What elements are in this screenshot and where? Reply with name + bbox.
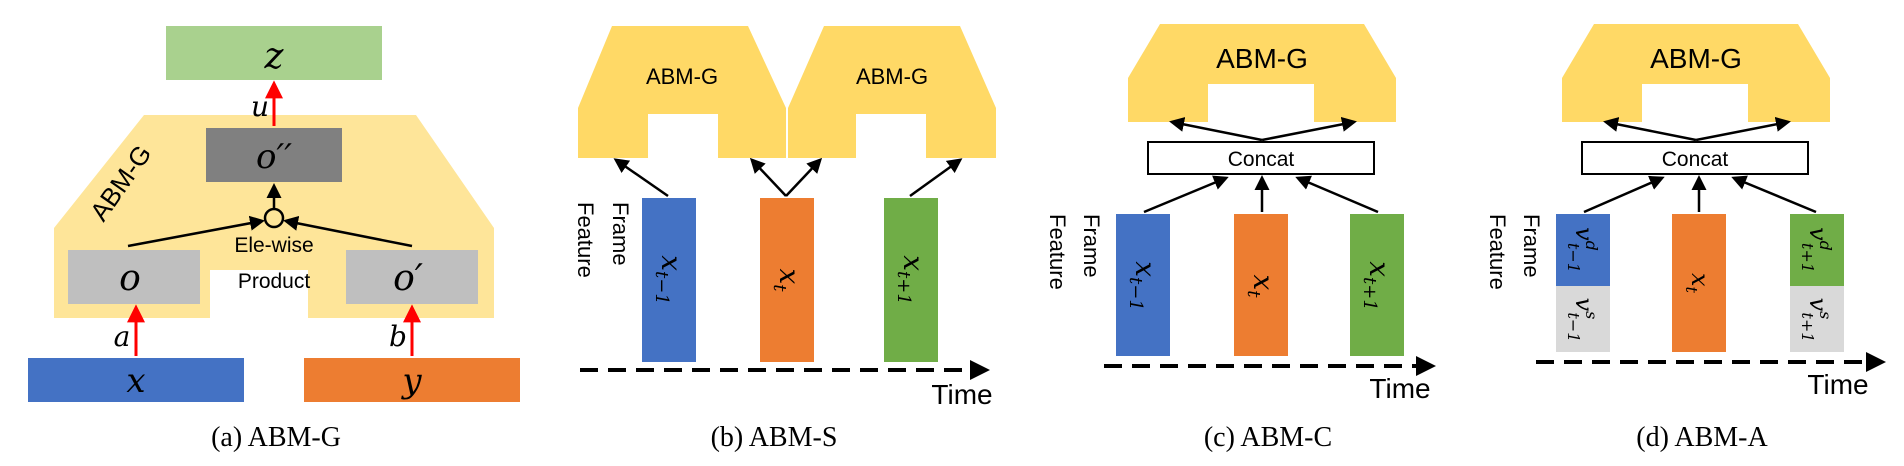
panel-c: ABM-G Concat Frame Feature xt−1 xt xt+1 … bbox=[1045, 24, 1436, 453]
caption-a: (a) ABM-G bbox=[211, 422, 341, 453]
svg-text:vst+1: vst+1 bbox=[1798, 298, 1835, 343]
arrow-b-1 bbox=[613, 158, 669, 198]
bar-d-v-s-t-plus-1-label: vst+1 bbox=[1798, 298, 1835, 343]
concat-label-d: Concat bbox=[1662, 148, 1729, 171]
y-box bbox=[304, 358, 520, 402]
abm-g-block-d bbox=[1562, 24, 1830, 122]
abm-g-label-d: ABM-G bbox=[1650, 43, 1742, 74]
o-box bbox=[68, 250, 200, 304]
caption-d: (d) ABM-A bbox=[1636, 422, 1768, 453]
elewise-label: Ele-wise bbox=[234, 234, 313, 257]
o-double-prime-label: o′′ bbox=[256, 137, 292, 177]
abm-g-left-block bbox=[578, 26, 786, 158]
time-label-c: Time bbox=[1369, 373, 1430, 404]
abm-g-right-block bbox=[788, 26, 996, 158]
a-label: a bbox=[114, 320, 131, 353]
frame-label-c: Frame bbox=[1079, 214, 1104, 278]
arrow-b-3 bbox=[785, 157, 823, 197]
x-box bbox=[28, 358, 244, 402]
time-label-d: Time bbox=[1807, 369, 1868, 400]
frame-label-b: Frame bbox=[608, 202, 633, 266]
z-label: z bbox=[264, 36, 285, 77]
concat-box-d bbox=[1581, 141, 1809, 175]
x-label: x bbox=[126, 361, 145, 401]
feature-label-c: Feature bbox=[1045, 214, 1070, 290]
bar-to-concat-1-c bbox=[1143, 175, 1229, 214]
feature-label-b: Feature bbox=[573, 202, 598, 278]
svg-text:vdt+1: vdt+1 bbox=[1798, 227, 1835, 273]
concat-to-abm-left-d bbox=[1603, 116, 1697, 142]
y-label: y bbox=[400, 361, 422, 401]
bar-d-v-s-t-plus-1 bbox=[1790, 286, 1844, 352]
frame-label-d: Frame bbox=[1519, 214, 1544, 278]
elewise-product-node bbox=[263, 207, 285, 229]
abm-g-left-label: ABM-G bbox=[646, 64, 718, 89]
b-label: b bbox=[389, 320, 407, 353]
caption-c: (c) ABM-C bbox=[1204, 422, 1332, 453]
o-to-product-arrow bbox=[127, 215, 265, 248]
time-label-b: Time bbox=[931, 379, 992, 410]
bar-c-x-t-minus-1 bbox=[1116, 214, 1170, 356]
bar-c-x-t-plus-1 bbox=[1350, 214, 1404, 356]
bar-x-t bbox=[760, 198, 814, 362]
panel-d: ABM-G Concat Frame Feature vdt−1 vst−1 x… bbox=[1485, 24, 1886, 453]
o-double-prime-box bbox=[206, 128, 342, 182]
svg-text:vst−1: vst−1 bbox=[1564, 298, 1601, 343]
abm-g-label-c: ABM-G bbox=[1216, 43, 1308, 74]
feature-label-d: Feature bbox=[1485, 214, 1510, 290]
o-prime-to-product-arrow bbox=[283, 215, 413, 248]
abm-g-right-label: ABM-G bbox=[856, 64, 928, 89]
o-prime-box bbox=[346, 250, 478, 304]
bar-x-t-plus-1 bbox=[884, 198, 938, 362]
panel-b: ABM-G ABM-G Frame Feature xt−1 xt xt+1 T… bbox=[573, 26, 996, 453]
bar-c-x-t bbox=[1234, 214, 1288, 356]
bar-to-concat-3-d bbox=[1731, 175, 1817, 214]
bar-d-v-d-t-minus-1 bbox=[1556, 214, 1610, 286]
u-label: u bbox=[251, 90, 269, 123]
z-box bbox=[166, 26, 382, 80]
concat-label-c: Concat bbox=[1228, 148, 1295, 171]
panel-a: z ABM-G o′′ u Ele-wise Product o o′ a b … bbox=[28, 26, 520, 453]
concat-box-c bbox=[1147, 141, 1375, 175]
arrow-b-2 bbox=[749, 157, 787, 197]
o-label: o bbox=[119, 258, 141, 299]
concat-to-abm-right-c bbox=[1261, 116, 1357, 142]
abm-g-block-c bbox=[1128, 24, 1396, 122]
bar-d-v-d-t-plus-1-label: vdt+1 bbox=[1798, 227, 1835, 273]
bar-d-v-d-t-plus-1 bbox=[1790, 214, 1844, 286]
bar-to-concat-3-c bbox=[1295, 175, 1379, 214]
product-label: Product bbox=[238, 270, 311, 293]
concat-to-abm-right-d bbox=[1695, 116, 1791, 142]
caption-b: (b) ABM-S bbox=[711, 422, 838, 453]
bar-to-concat-1-d bbox=[1583, 175, 1665, 214]
o-prime-label: o′ bbox=[393, 258, 423, 299]
bar-x-t-minus-1 bbox=[642, 198, 696, 362]
concat-to-abm-left-c bbox=[1169, 116, 1263, 142]
bar-d-v-s-t-minus-1 bbox=[1556, 286, 1610, 352]
bar-d-x-t bbox=[1672, 214, 1726, 352]
bar-d-v-s-t-minus-1-label: vst−1 bbox=[1564, 298, 1601, 343]
arrow-b-4 bbox=[909, 158, 963, 198]
